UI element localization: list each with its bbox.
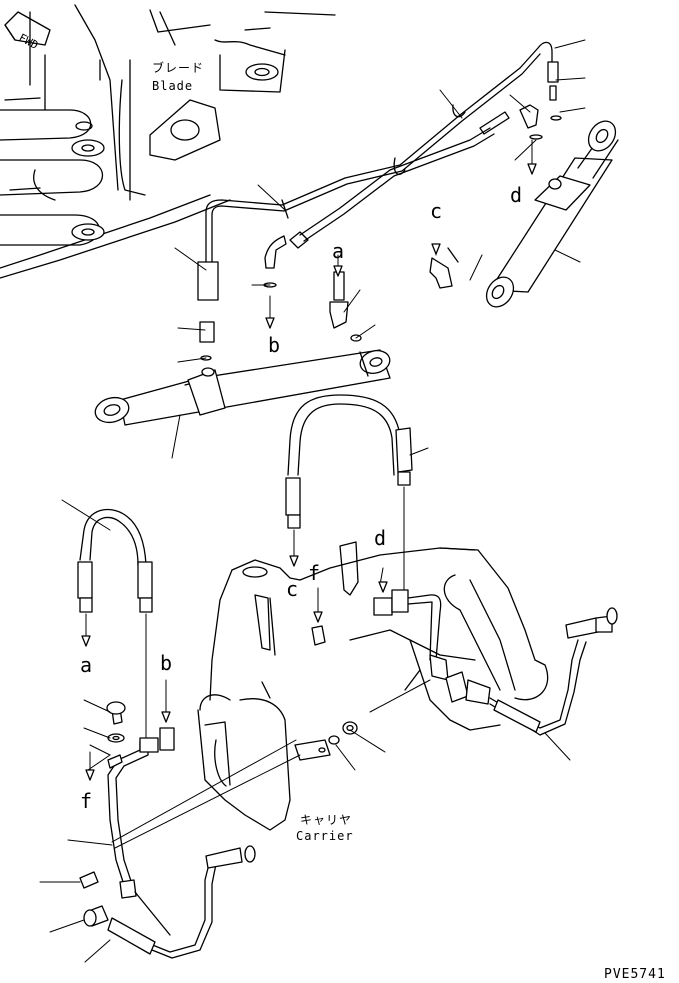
carrier-label-jp: キャリヤ [300, 813, 352, 827]
callout-a-left: a [80, 653, 92, 677]
callout-c-top: c [430, 199, 442, 223]
blade-frame: FWD [0, 4, 336, 279]
right-cylinder [485, 120, 619, 308]
left-lower-hose [61, 499, 153, 741]
callout-d-top: d [510, 183, 522, 207]
callout-d-mid: d [374, 526, 386, 550]
left-cylinder [94, 349, 391, 459]
upper-hydraulic-tubes [197, 41, 562, 361]
drawing-code: PVE5741 [604, 967, 666, 982]
blade-label-en: Blade [152, 79, 193, 93]
middle-hose [285, 394, 429, 591]
lower-left-tube [39, 679, 256, 963]
callout-c-mid: c [286, 577, 298, 601]
callout-f-mid: f [308, 561, 320, 585]
callout-b-top: b [268, 333, 280, 357]
leader-lines-top [174, 39, 586, 363]
blade-label-jp: ブレード [152, 60, 204, 75]
callout-f-left: f [80, 789, 92, 813]
carrier-label-en: Carrier [296, 829, 354, 843]
valve-fittings [328, 567, 618, 771]
callout-a-top: a [332, 239, 344, 263]
carrier-bracket [111, 541, 549, 849]
fwd-label: FWD [17, 31, 41, 52]
callout-b-left: b [160, 651, 172, 675]
